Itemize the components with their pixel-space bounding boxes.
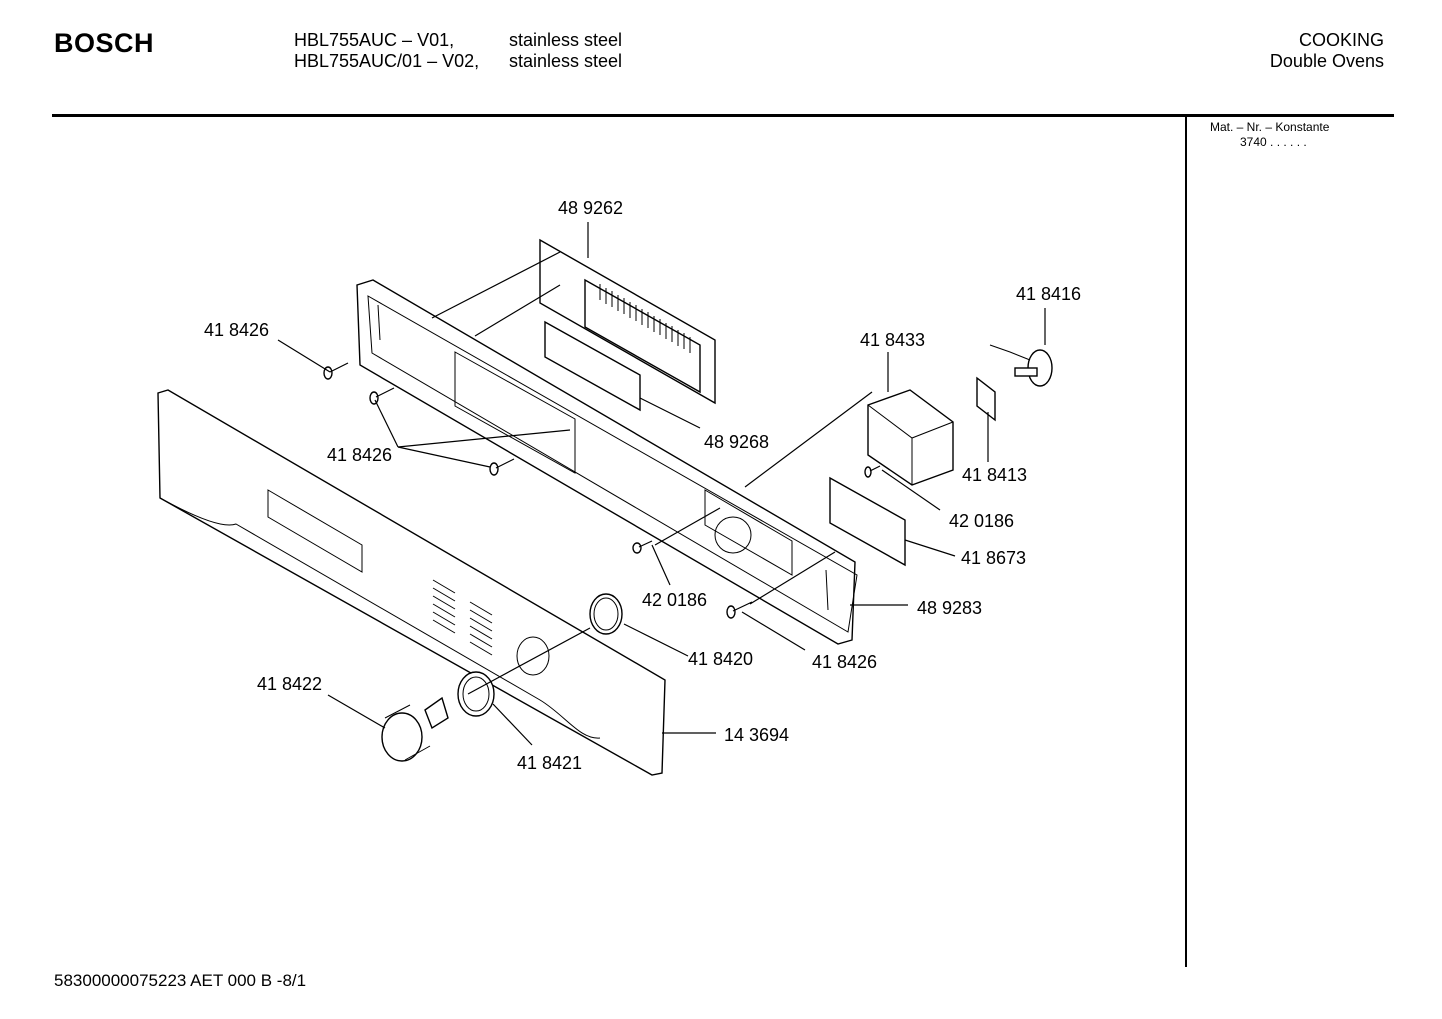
fascia-panel — [157, 389, 666, 776]
leader-lines — [277, 222, 1046, 746]
part-label-418426-mid: 41 8426 — [327, 445, 392, 465]
brand-logo: BOSCH — [54, 28, 155, 58]
part-label-418420: 41 8420 — [688, 649, 753, 669]
control-panel-frame — [356, 279, 858, 645]
model-number-2: HBL755AUC/01 – V02, — [294, 51, 480, 71]
sidebar-divider — [1185, 117, 1187, 967]
part-label-489283: 48 9283 — [917, 598, 982, 618]
part-label-418416: 41 8416 — [1016, 284, 1081, 304]
material-number-block: Mat. – Nr. – Konstante 3740 . . . . . . — [1210, 120, 1329, 150]
model-list: HBL755AUC – V01, HBL755AUC/01 – V02, — [294, 30, 479, 72]
switch-bracket — [976, 376, 996, 422]
model-number-1: HBL755AUC – V01, — [294, 30, 455, 50]
category-subtitle: Double Ovens — [1269, 51, 1384, 71]
model-finish-2: stainless steel — [509, 51, 623, 71]
rotary-switch — [989, 344, 1053, 387]
part-label-418673: 41 8673 — [961, 548, 1026, 568]
part-label-418433: 41 8433 — [860, 330, 925, 350]
part-label-489268: 48 9268 — [704, 432, 769, 452]
part-label-418422: 41 8422 — [257, 674, 322, 694]
control-knob — [381, 696, 449, 762]
category-block: COOKING Double Ovens — [1270, 30, 1384, 72]
trim-ring-418421 — [457, 671, 495, 717]
circuit-board — [539, 238, 716, 405]
part-label-143694: 14 3694 — [724, 725, 789, 745]
part-label-418426-top: 41 8426 — [204, 320, 269, 340]
trim-ring-418420 — [589, 593, 623, 635]
material-number-label: Mat. – Nr. – Konstante — [1210, 120, 1330, 134]
part-label-418421: 41 8421 — [517, 753, 582, 773]
part-label-418426-bottom: 41 8426 — [812, 652, 877, 672]
part-label-489262: 48 9262 — [558, 198, 623, 218]
small-circuit-board — [829, 476, 906, 567]
finish-list: stainless steel stainless steel — [509, 30, 622, 72]
material-number-value: 3740 . . . . . . — [1240, 135, 1307, 149]
category-title: COOKING — [1298, 30, 1384, 50]
document-code: 58300000075223 AET 000 B -8/1 — [54, 971, 307, 990]
header-divider — [52, 114, 1394, 117]
model-finish-1: stainless steel — [509, 30, 623, 50]
part-label-420186-right: 42 0186 — [949, 511, 1014, 531]
display-window — [544, 320, 641, 412]
part-label-418413: 41 8413 — [962, 465, 1027, 485]
switch-housing — [867, 389, 954, 486]
part-label-420186-left: 42 0186 — [642, 590, 707, 610]
